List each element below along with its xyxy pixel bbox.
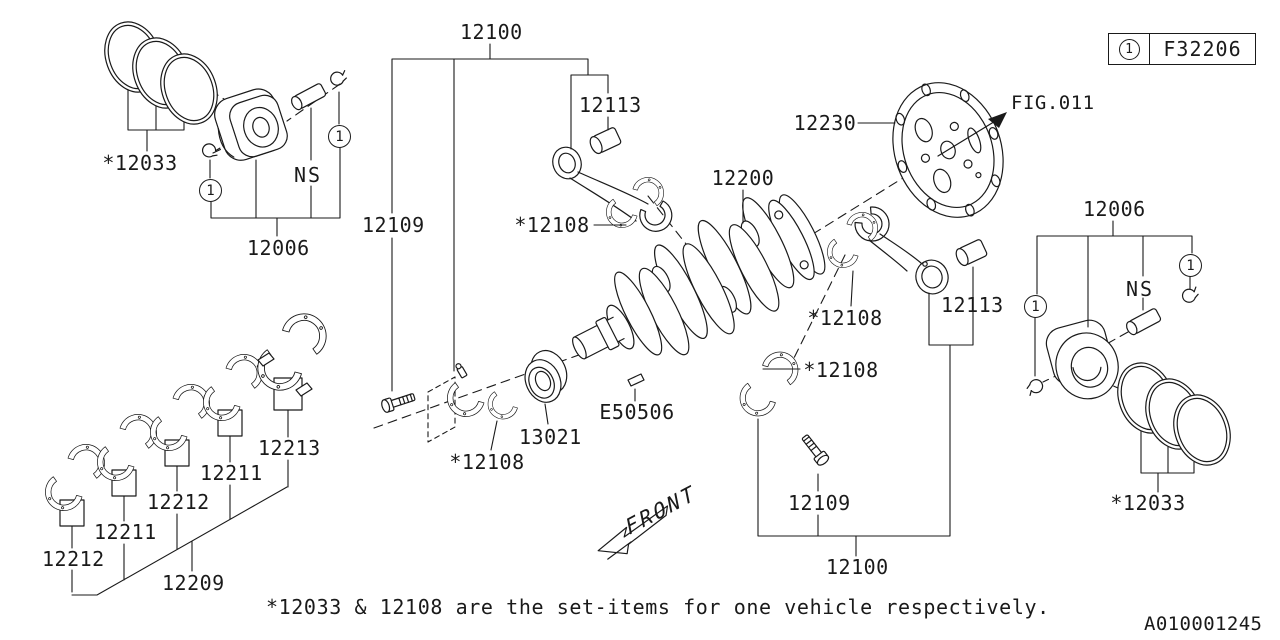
ref-mark-circle-4: 1	[1179, 254, 1202, 277]
callout-12209[interactable]: 12209	[162, 571, 225, 595]
callout-12212-1[interactable]: 12212	[42, 547, 105, 571]
fig-ref-arrowhead	[988, 112, 1007, 128]
connecting-rod-upper	[552, 146, 673, 232]
callout-e50506[interactable]: E50506	[599, 400, 675, 424]
pin-clip-right-a	[1023, 376, 1046, 398]
callout-12108-front[interactable]: *12108	[449, 450, 525, 474]
ref-mark-circle-1: 1	[199, 179, 222, 202]
document-number: A010001245	[1144, 613, 1263, 635]
rod-bearing-shell	[481, 390, 519, 426]
piston-pin-left	[288, 82, 328, 112]
legend-ref-cell: 1	[1109, 34, 1150, 64]
callout-12200[interactable]: 12200	[711, 166, 775, 190]
callout-12212-2[interactable]: 12212	[147, 490, 210, 514]
legend-box: 1 F32206	[1108, 33, 1256, 65]
callout-12033-left[interactable]: *12033	[102, 151, 178, 175]
ref-mark-circle-2: 1	[328, 125, 351, 148]
ns-label-right: NS	[1126, 277, 1155, 301]
piston-left	[214, 88, 288, 161]
front-arrow	[597, 505, 669, 560]
callout-13021[interactable]: 13021	[519, 425, 582, 449]
fig-ref-label[interactable]: FIG.011	[1011, 92, 1095, 114]
callout-12211-2[interactable]: 12211	[200, 461, 263, 485]
callout-12108-right-a[interactable]: *12108	[807, 306, 883, 330]
callout-12100-top[interactable]: 12100	[460, 20, 523, 44]
crankshaft-drawing	[572, 194, 826, 360]
piston-pin-right	[1123, 307, 1163, 337]
rod-bushing-right	[953, 238, 989, 268]
callout-12108-mid[interactable]: *12108	[514, 213, 590, 237]
callout-12006-right[interactable]: 12006	[1083, 197, 1146, 221]
thrust-bearing-shell	[280, 304, 336, 356]
callout-12113-top[interactable]: 12113	[579, 93, 642, 117]
piston-ring-set-right	[1107, 354, 1241, 474]
key-drawing	[627, 373, 645, 387]
rod-bolt-right-drawing	[798, 432, 831, 468]
callout-12113-right[interactable]: 12113	[941, 293, 1004, 317]
legend-part-number[interactable]: F32206	[1163, 37, 1242, 61]
callout-12100-bottom[interactable]: 12100	[826, 555, 889, 579]
callout-12230[interactable]: 12230	[793, 111, 857, 135]
crankshaft-sprocket-drawing	[524, 350, 568, 403]
pin-clip-right-b	[1179, 285, 1202, 305]
callout-12109-right[interactable]: 12109	[788, 491, 851, 515]
rod-bearing-shell	[820, 238, 860, 275]
callout-12108-right-b[interactable]: *12108	[803, 358, 879, 382]
rod-bearing-shell	[761, 344, 806, 386]
ns-label-left: NS	[294, 163, 323, 187]
rod-bearing-shell	[599, 198, 639, 235]
callout-12211-1[interactable]: 12211	[94, 520, 157, 544]
callout-12033-right[interactable]: *12033	[1110, 491, 1186, 515]
callout-lines	[71, 43, 1195, 596]
legend-ref-mark: 1	[1118, 38, 1140, 60]
fig-ref-arrow-line	[937, 119, 998, 157]
callout-12213[interactable]: 12213	[258, 436, 321, 460]
ref-mark-circle-3: 1	[1024, 295, 1047, 318]
piston-ring-set-left	[94, 13, 228, 133]
piston-right	[1045, 319, 1119, 400]
callout-12109-left[interactable]: 12109	[362, 213, 425, 237]
rod-bolt-left-drawing	[379, 389, 417, 414]
callout-12006-left[interactable]: 12006	[247, 236, 310, 260]
rod-bushing-upper	[587, 126, 623, 156]
rod-bearing-shell	[732, 382, 777, 424]
cap-stud	[455, 363, 468, 379]
figure-caption: *12033 & 12108 are the set-items for one…	[266, 595, 1050, 619]
connecting-rod-right	[854, 206, 949, 295]
bearing-cap-front	[439, 381, 486, 425]
